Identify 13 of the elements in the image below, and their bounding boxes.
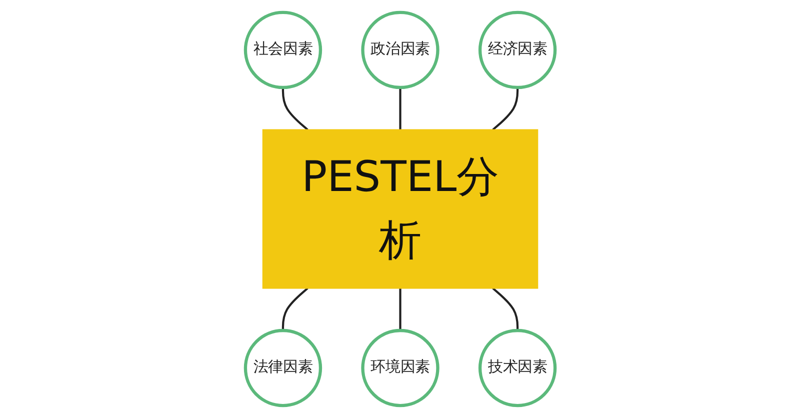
connector <box>492 87 518 131</box>
connector <box>398 288 402 330</box>
node-circle: 政治因素 <box>360 10 440 90</box>
connector <box>282 287 308 330</box>
node-box: PESTEL分析 <box>262 129 538 289</box>
connector <box>282 87 308 131</box>
node-circle: 技术因素 <box>478 328 556 408</box>
connector <box>492 287 518 330</box>
node-circle: 经济因素 <box>478 10 556 90</box>
node-circle: 法律因素 <box>244 328 322 408</box>
node-circle: 社会因素 <box>244 10 322 90</box>
node-circle: 环境因素 <box>360 328 440 408</box>
connector <box>398 87 402 130</box>
